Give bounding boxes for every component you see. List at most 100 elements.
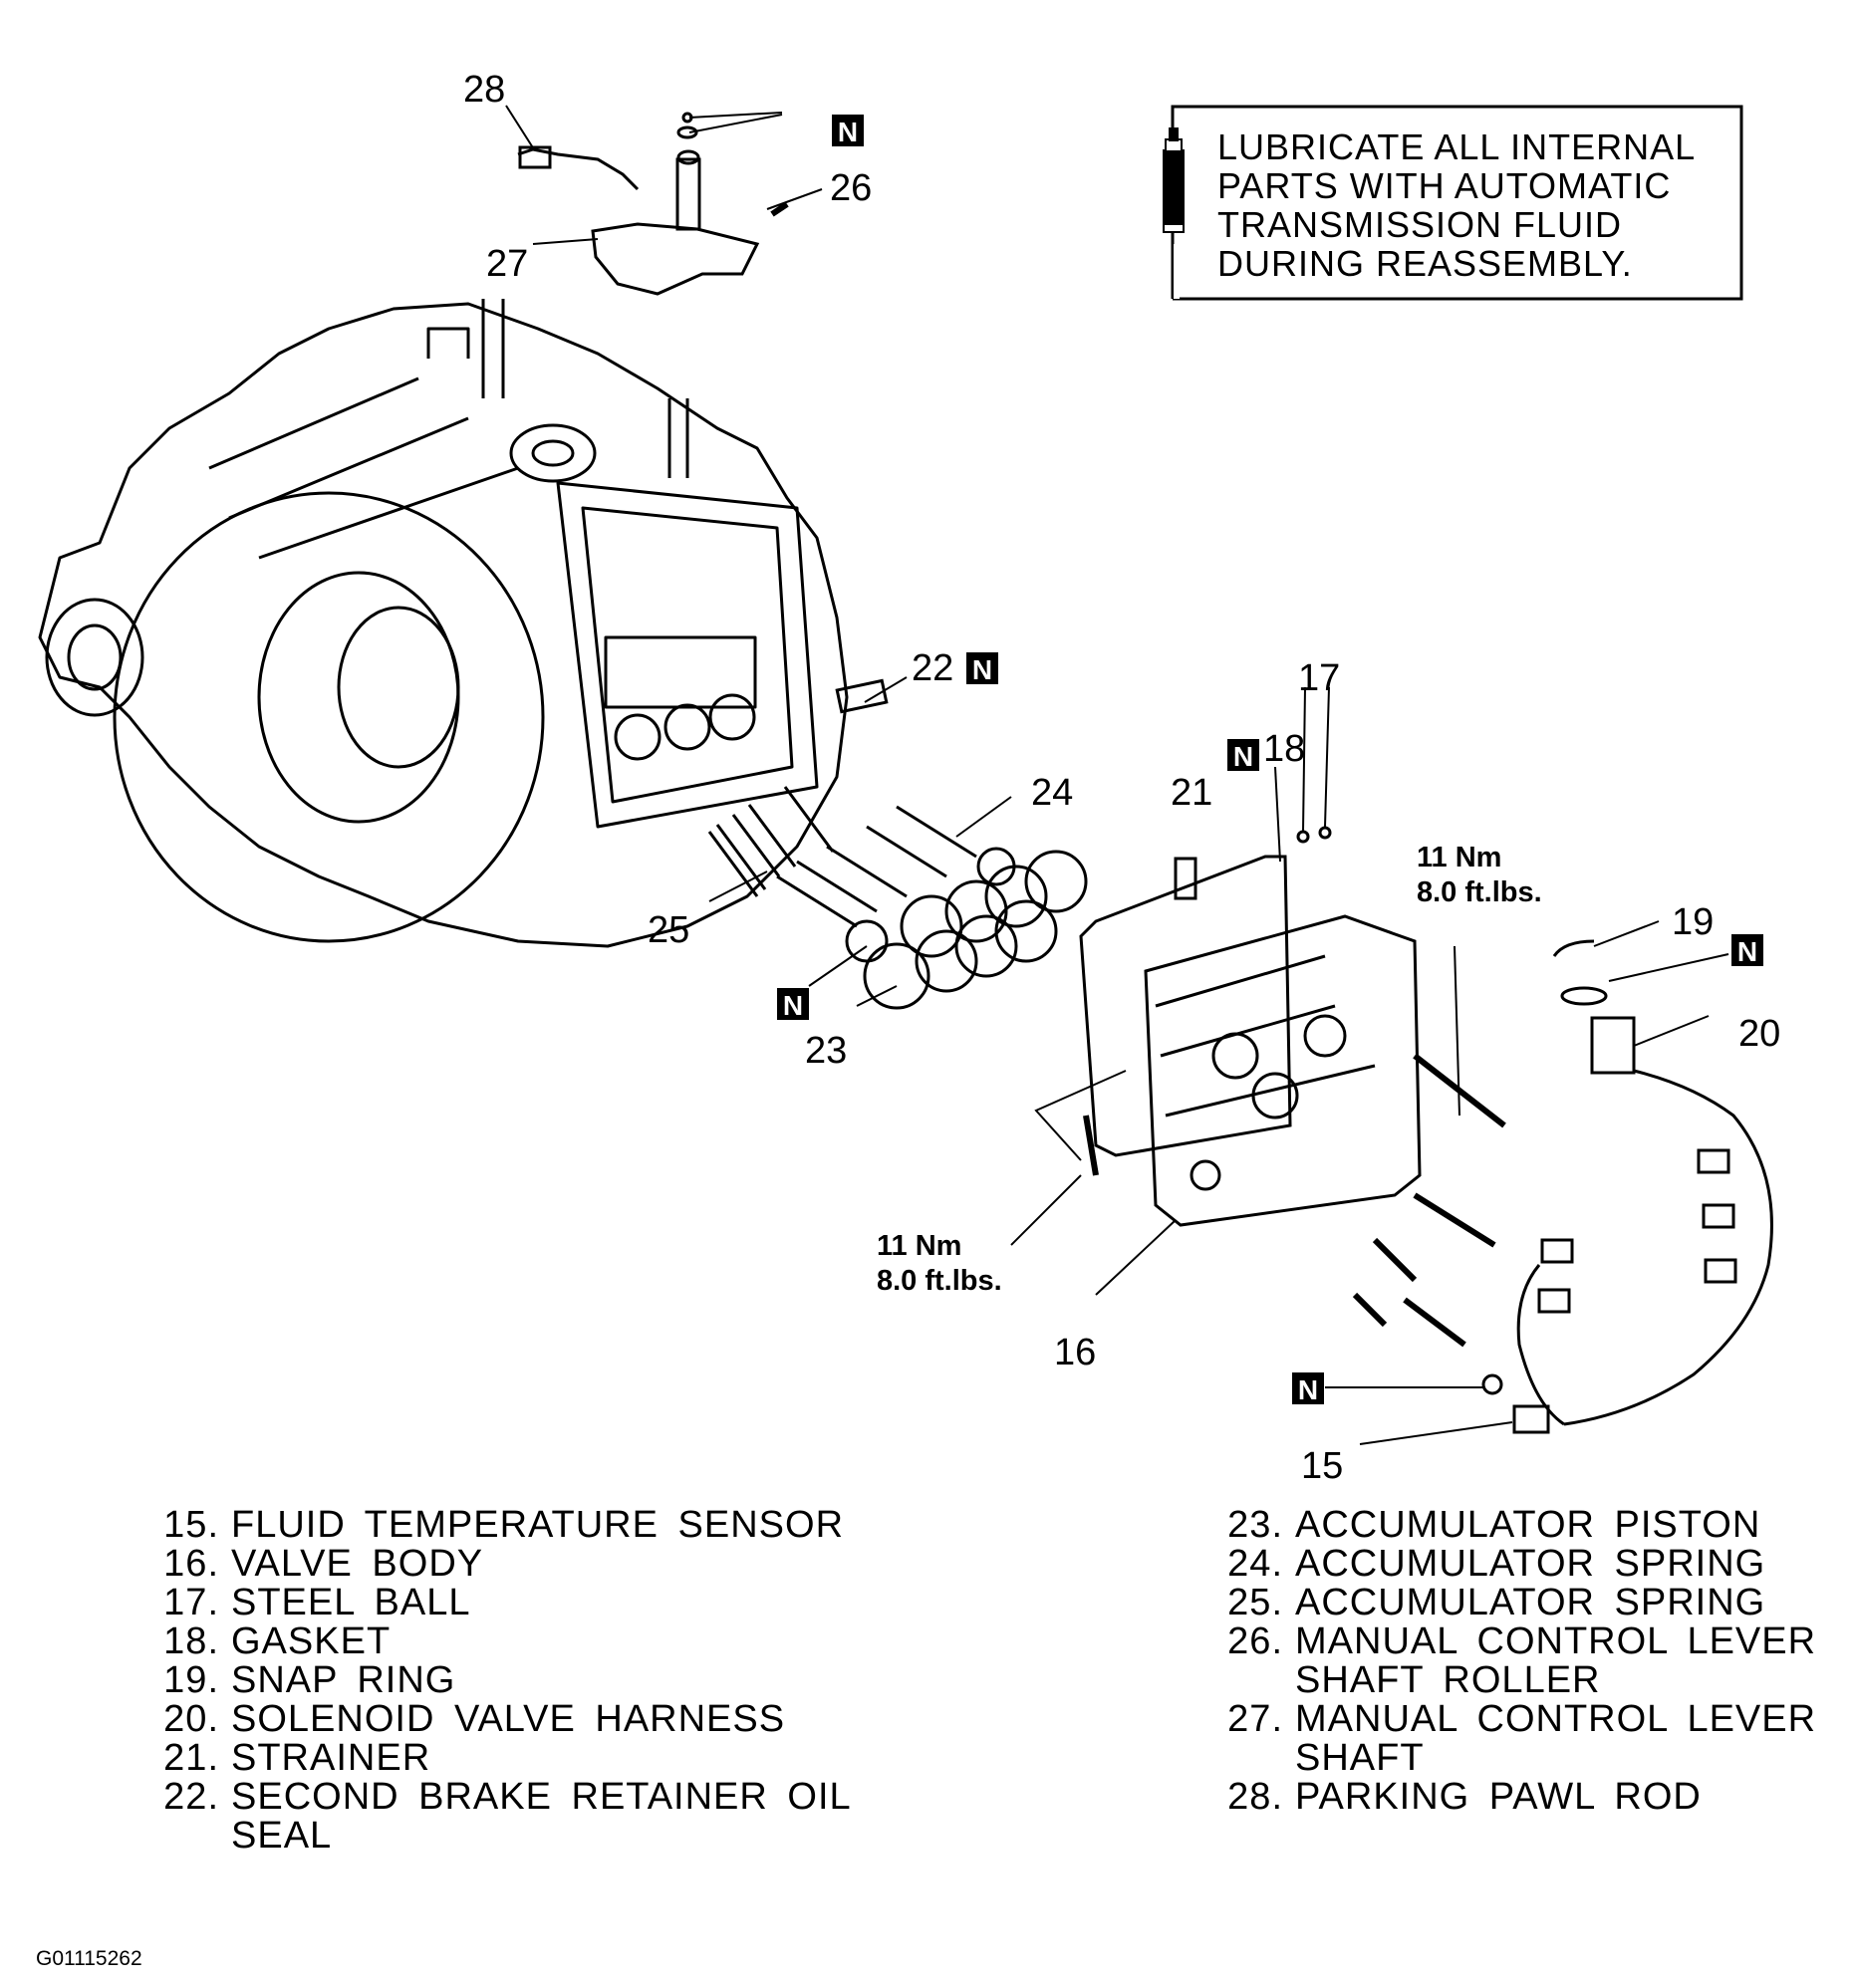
- legend-text: SNAP RING: [231, 1659, 456, 1701]
- figure-code: G01115262: [36, 1947, 142, 1970]
- torque-left-ft: 8.0 ft.lbs.: [877, 1265, 1002, 1297]
- svg-text:N: N: [838, 117, 858, 147]
- callout-25: 25: [648, 909, 689, 951]
- leader-lines: [505, 105, 1729, 1445]
- legend-text: VALVE BODY: [231, 1543, 484, 1585]
- legend-number: 16.: [163, 1543, 219, 1585]
- legend-item: 25. ACCUMULATOR SPRING: [1213, 1584, 1816, 1622]
- callout-20: 20: [1738, 1013, 1780, 1055]
- parts-legend-left: 15. FLUID TEMPERATURE SENSOR 16. VALVE BODY…: [149, 1506, 852, 1856]
- legend-number: 18.: [163, 1620, 219, 1662]
- new-part-marker: N: [777, 988, 809, 1021]
- callout-15: 15: [1301, 1445, 1343, 1487]
- solenoid-valve-harness-connector: [1590, 1016, 1636, 1075]
- legend-text: FLUID TEMPERATURE SENSOR: [231, 1504, 845, 1546]
- callout-18: 18: [1263, 728, 1305, 770]
- legend-number: 17.: [163, 1582, 219, 1623]
- accumulator-springs-24: [776, 805, 977, 928]
- callout-numbers: 28 27 26 22 24 25 23 21 18 17 19 20 16 1…: [463, 69, 1780, 1487]
- accumulator-parts: [707, 678, 1088, 1010]
- valve-body: [1144, 914, 1422, 1227]
- new-part-marker: N: [1227, 739, 1259, 772]
- legend-item: 16. VALVE BODY: [149, 1545, 852, 1584]
- fluid-bottle-icon: [1163, 127, 1185, 233]
- svg-text:N: N: [783, 990, 803, 1021]
- legend-number: 25.: [1227, 1582, 1283, 1623]
- note-line-1: LUBRICATE ALL INTERNAL: [1217, 126, 1696, 167]
- callout-21: 21: [1171, 772, 1212, 814]
- svg-text:N: N: [1737, 936, 1757, 967]
- new-part-marker: N: [832, 115, 864, 147]
- parking-pawl-rod: [517, 147, 640, 191]
- note-line-2: PARTS WITH AUTOMATIC: [1217, 165, 1671, 206]
- new-part-marker: N: [966, 652, 998, 685]
- legend-text: PARKING PAWL ROD: [1295, 1776, 1702, 1818]
- legend-item: 21. STRAINER: [149, 1739, 852, 1778]
- solenoid-valve-harness: [1563, 1069, 1773, 1426]
- torque-left-nm: 11 Nm: [877, 1230, 961, 1262]
- legend-number: 27.: [1227, 1698, 1283, 1740]
- lever-shaft-stem: [675, 157, 701, 231]
- legend-item: 17. STEEL BALL: [149, 1584, 852, 1622]
- manual-control-lever-shaft: [591, 222, 760, 296]
- legend-text: STRAINER: [231, 1737, 431, 1779]
- torque-specs: 11 Nm 8.0 ft.lbs. 11 Nm 8.0 ft.lbs.: [877, 842, 1542, 1297]
- strainer: [1174, 857, 1197, 900]
- new-part-marker: N: [1731, 934, 1763, 967]
- legend-item: 26. MANUAL CONTROL LEVER SHAFT ROLLER: [1213, 1622, 1816, 1700]
- manual-control-lever-shaft-group: [517, 112, 789, 296]
- legend-text: MANUAL CONTROL LEVER SHAFT: [1295, 1698, 1817, 1779]
- svg-text:N: N: [1298, 1374, 1318, 1405]
- legend-item: 18. GASKET: [149, 1622, 852, 1661]
- legend-text: MANUAL CONTROL LEVER SHAFT ROLLER: [1295, 1620, 1817, 1701]
- legend-number: 28.: [1227, 1776, 1283, 1818]
- legend-item: 28. PARKING PAWL ROD: [1213, 1778, 1816, 1817]
- legend-item: 22.SECOND BRAKE RETAINER OIL SEAL: [149, 1778, 852, 1856]
- svg-text:N: N: [972, 654, 992, 685]
- callout-27: 27: [486, 243, 528, 285]
- steel-ball: [1318, 826, 1332, 840]
- manual-control-lever-shaft-roller: [770, 201, 789, 217]
- legend-text: ACCUMULATOR PISTON: [1295, 1504, 1761, 1546]
- legend-number: 21.: [163, 1737, 219, 1779]
- harness-group: [1481, 939, 1773, 1434]
- accumulator-pistons-23: [863, 850, 1088, 1010]
- parking-pawl-rod-end: [518, 145, 552, 169]
- legend-item: 23.ACCUMULATOR PISTON: [1213, 1506, 1816, 1545]
- legend-number: 19.: [163, 1659, 219, 1701]
- steel-ball: [1296, 830, 1310, 844]
- callout-16: 16: [1054, 1332, 1096, 1373]
- legend-text: ACCUMULATOR SPRING: [1295, 1582, 1766, 1623]
- legend-text: SOLENOID VALVE HARNESS: [231, 1698, 786, 1740]
- note-line-4: DURING REASSEMBLY.: [1217, 243, 1633, 284]
- legend-text: GASKET: [231, 1620, 392, 1662]
- o-ring: [1560, 986, 1608, 1006]
- gasket: [1079, 855, 1292, 1157]
- callout-22: 22: [912, 647, 953, 689]
- new-part-markers: N N N N N N: [777, 115, 1763, 1405]
- seal-ring: [845, 919, 889, 963]
- fluid-temperature-sensor: [1512, 1404, 1550, 1434]
- legend-number: 24.: [1227, 1543, 1283, 1585]
- callout-23: 23: [805, 1030, 847, 1072]
- callout-19: 19: [1672, 901, 1714, 943]
- legend-number: 15.: [163, 1504, 219, 1546]
- legend-number: 20.: [163, 1698, 219, 1740]
- callout-24: 24: [1031, 772, 1073, 814]
- callout-17: 17: [1298, 657, 1340, 699]
- legend-item: 27. MANUAL CONTROL LEVER SHAFT: [1213, 1700, 1816, 1778]
- legend-text: STEEL BALL: [231, 1582, 471, 1623]
- lubricate-note: LUBRICATE ALL INTERNAL PARTS WITH AUTOMA…: [1163, 105, 1743, 301]
- legend-item: 20. SOLENOID VALVE HARNESS: [149, 1700, 852, 1739]
- legend-text: ACCUMULATOR SPRING: [1295, 1543, 1766, 1585]
- legend-item: 19. SNAP RING: [149, 1661, 852, 1700]
- legend-item: 24. ACCUMULATOR SPRING: [1213, 1545, 1816, 1584]
- transmission-case: [38, 299, 849, 948]
- legend-number: 26.: [1227, 1620, 1283, 1662]
- valve-body-bolts: [1352, 1053, 1506, 1348]
- snap-ring: [1552, 939, 1595, 957]
- legend-item: 15. FLUID TEMPERATURE SENSOR: [149, 1506, 852, 1545]
- torque-right-ft: 8.0 ft.lbs.: [1417, 876, 1542, 908]
